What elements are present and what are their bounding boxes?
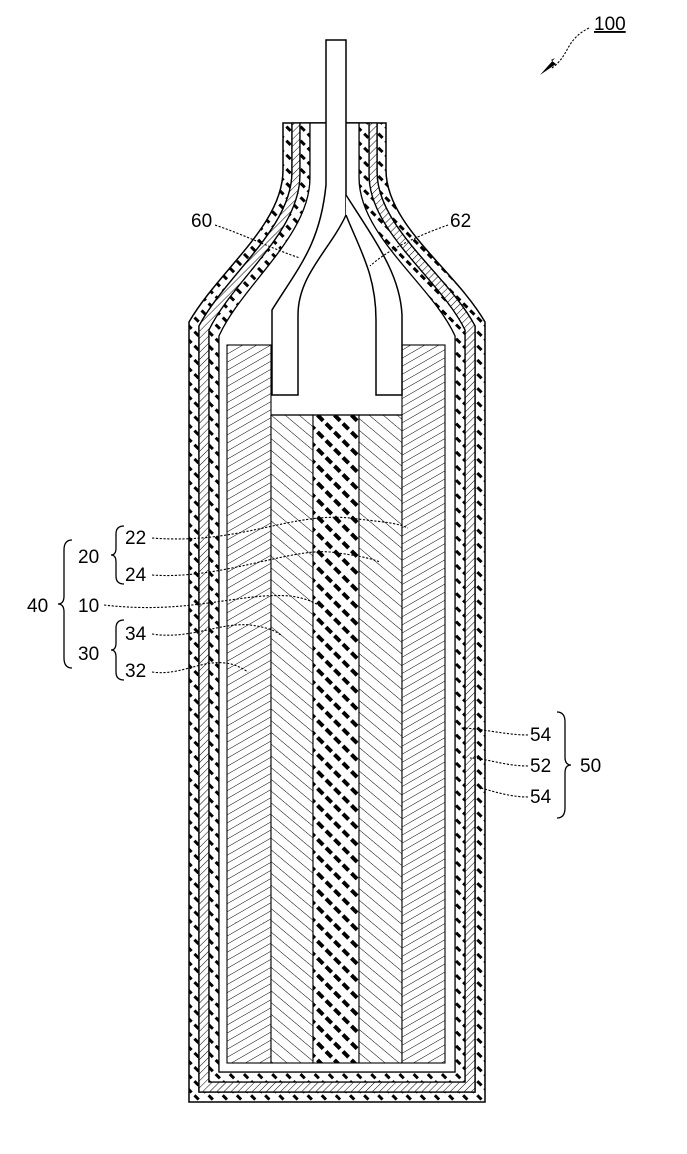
ref-label-22: 22: [125, 528, 146, 549]
ref-label-20: 20: [78, 547, 99, 568]
brace-20: [111, 526, 124, 584]
ref-label-24: 24: [125, 565, 147, 586]
ref-label-60: 60: [191, 211, 212, 232]
layer-24-collector: [359, 415, 402, 1063]
ref-label-30: 30: [78, 644, 99, 665]
assembly-reference: 100: [540, 14, 626, 75]
ref-label-10: 10: [78, 596, 99, 617]
ref-label-54-bottom: 54: [530, 787, 552, 808]
ref-label-100: 100: [594, 14, 626, 35]
layer-34-collector: [271, 415, 313, 1063]
ref-label-50: 50: [580, 756, 601, 777]
ref-label-62: 62: [450, 211, 471, 232]
ref-label-40: 40: [27, 596, 48, 617]
electrode-stack: [227, 345, 445, 1063]
brace-30: [111, 620, 124, 680]
separator-10: [313, 415, 359, 1063]
ref-label-54-top: 54: [530, 725, 552, 746]
ref-label-32: 32: [125, 661, 146, 682]
layer-22-active: [402, 345, 445, 1063]
leader-54-bottom: [480, 788, 528, 797]
layer-32-active: [227, 345, 271, 1063]
ref-label-52: 52: [530, 756, 551, 777]
brace-40: [58, 540, 72, 668]
ref-arrow-100: [552, 28, 589, 68]
brace-50: [557, 712, 571, 818]
ref-label-34: 34: [125, 624, 147, 645]
